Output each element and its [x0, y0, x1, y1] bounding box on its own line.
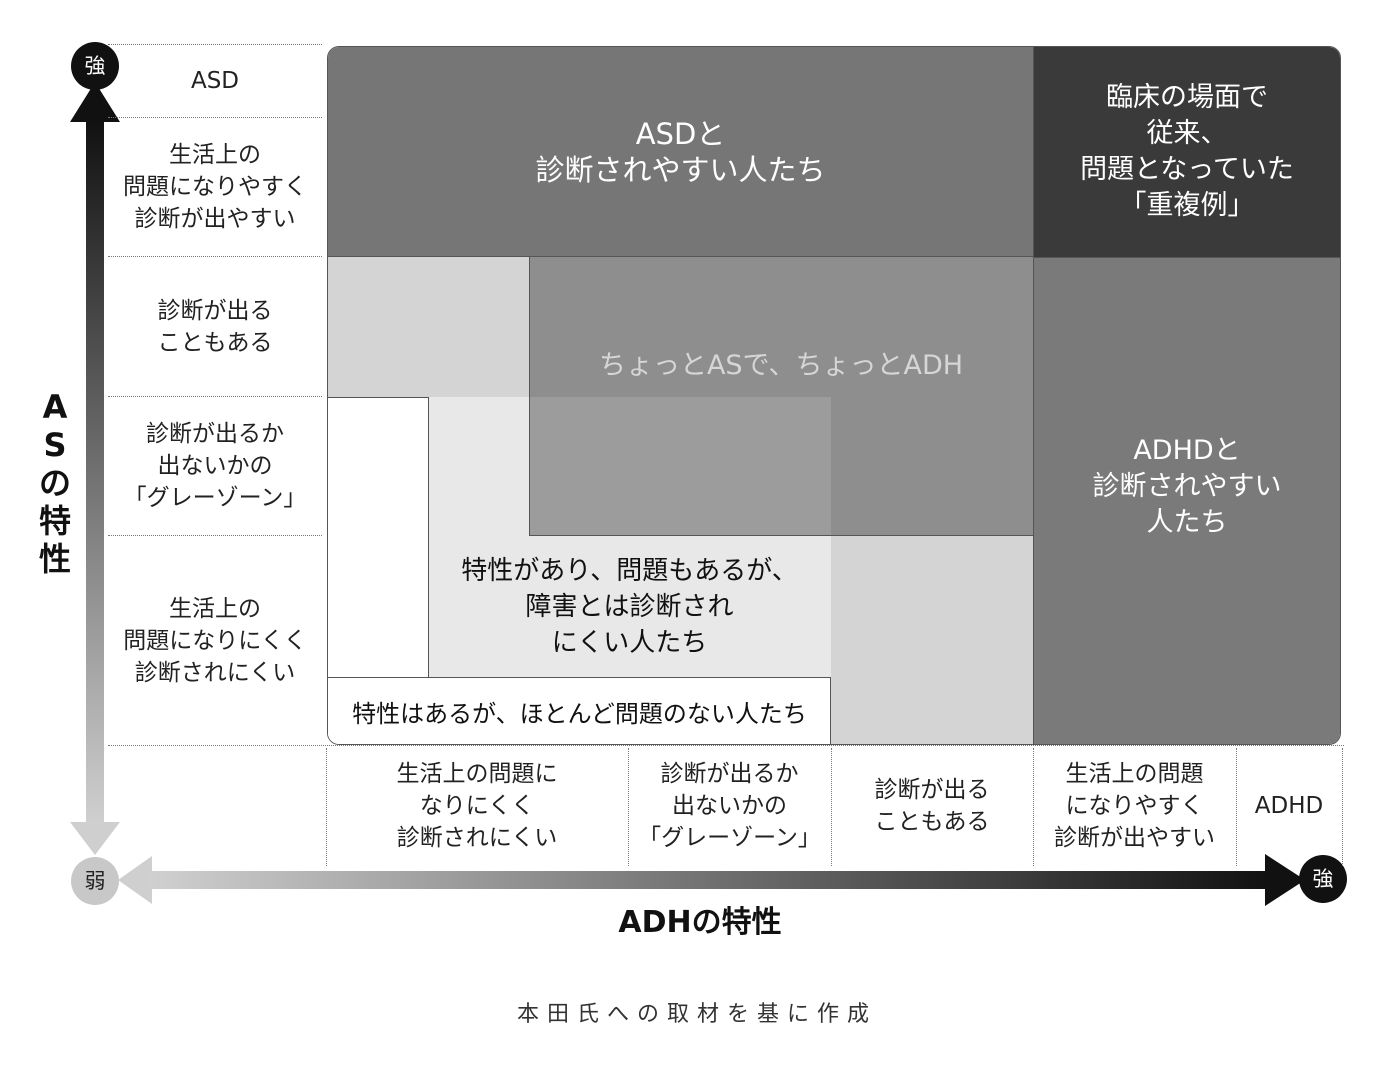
source-note: 本田氏への取材を基に作成: [516, 1002, 877, 1027]
y-axis-arrow-shape: [70, 82, 120, 855]
row-label-sometimes: 診断が出る こともある: [157, 297, 273, 356]
column-separator: [326, 748, 327, 866]
row-separator: [108, 396, 322, 397]
white-region-bottom: [328, 677, 831, 744]
y-weak-circle: 弱: [71, 857, 119, 905]
white-region-edge: [428, 397, 429, 677]
asd-region-bottom-edge: [328, 256, 1033, 257]
column-separator: [1236, 748, 1237, 866]
trait-problem-text: 特性があり、問題もあるが、 障害とは診断され にくい人たち: [461, 556, 798, 658]
column-separator: [1342, 748, 1343, 866]
middle-region-text: ちょっとASで、ちょっとADH: [598, 349, 964, 381]
matrix-grid: ASDと 診断されやすい人たち 臨床の場面で 従来、 問題となっていた 「重複例…: [327, 46, 1341, 745]
middle-overlap-region: [529, 397, 831, 536]
asd-region-text: ASDと 診断されやすい人たち: [535, 117, 826, 187]
row-separator: [108, 256, 322, 257]
row-label-high: 生活上の 問題になりやすく 診断が出やすい: [123, 142, 307, 232]
y-strong-label: 強: [84, 53, 106, 78]
x-axis-arrow: [118, 854, 1305, 906]
y-axis-title: ASの特性: [38, 388, 71, 578]
col-label-gray: 診断が出るか 出ないかの 「グレーゾーン」: [638, 761, 821, 851]
col-label-high: 生活上の問題 になりやすく 診断が出やすい: [1054, 761, 1215, 851]
adhd-region-text: ADHDと 診断されやすい 人たち: [1092, 435, 1282, 538]
col-label-sometimes: 診断が出る こともある: [874, 777, 990, 835]
row-label-asd: ASD: [190, 68, 240, 94]
column-separator: [831, 748, 832, 866]
trait-only-text: 特性はあるが、ほとんど問題のない人たち: [352, 699, 807, 728]
row-separator: [108, 535, 322, 536]
x-strong-circle: 強: [1299, 855, 1347, 903]
row-label-low: 生活上の 問題になりにくく 診断されにくい: [123, 595, 307, 686]
row-label-gray: 診断が出るか 出ないかの 「グレーゾーン」: [123, 421, 307, 511]
middle-region-border: [529, 257, 1033, 536]
col-label-low: 生活上の問題に なりにくく 診断されにくい: [396, 761, 558, 851]
overlap-region-text: 臨床の場面で 従来、 問題となっていた 「重複例」: [1080, 82, 1294, 221]
col-label-adhd: ADHD: [1254, 793, 1324, 819]
x-strong-label: 強: [1312, 866, 1334, 891]
column-separator: [628, 748, 629, 866]
row-separator: [108, 117, 322, 118]
y-strong-circle: 強: [71, 42, 119, 90]
asd-region: [328, 47, 1033, 257]
row-separator: [108, 44, 322, 45]
x-axis-title: ADHの特性: [618, 905, 782, 940]
column-separator: [1033, 748, 1034, 866]
grid-bottom-separator: [108, 745, 1344, 746]
overlap-region: [1033, 47, 1340, 257]
adhd-region: [1033, 257, 1340, 744]
y-weak-label: 弱: [84, 868, 106, 893]
white-region-top-edge: [328, 397, 428, 398]
